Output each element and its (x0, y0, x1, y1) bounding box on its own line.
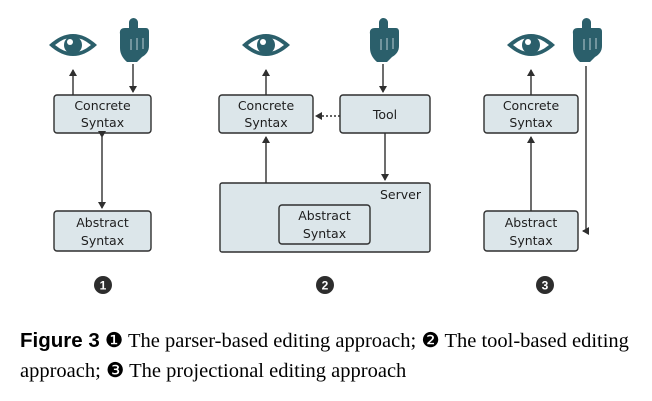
abstract-syntax-label-line1: Abstract (76, 215, 129, 230)
panel-1: Concrete Syntax Abstract Syntax 1 (49, 17, 152, 294)
panel-number-badge (94, 276, 112, 294)
panel-number: 1 (100, 279, 107, 293)
pointing-hand-icon (369, 17, 400, 63)
concrete-syntax-label-line1: Concrete (238, 98, 295, 113)
abstract-syntax-box: Abstract Syntax (483, 210, 579, 252)
figure-caption: Figure 3 ❶ The parser-based editing appr… (20, 326, 640, 386)
concrete-syntax-label-line1: Concrete (74, 98, 131, 113)
concrete-syntax-label-line2: Syntax (81, 115, 124, 130)
concrete-syntax-label-line1: Concrete (503, 98, 560, 113)
caption-text-3: The projectional editing approach (124, 360, 407, 382)
panel-number-badge (536, 276, 554, 294)
concrete-syntax-box: Concrete Syntax (483, 94, 579, 134)
abstract-syntax-box: Abstract Syntax (278, 204, 371, 245)
concrete-syntax-label-line2: Syntax (244, 115, 287, 130)
abstract-syntax-label-line2: Syntax (509, 233, 552, 248)
caption-text-1: The parser-based editing approach; (123, 330, 422, 352)
panel-number: 2 (322, 279, 329, 293)
concrete-syntax-box: Concrete Syntax (53, 94, 152, 134)
concrete-syntax-box: Concrete Syntax (218, 94, 314, 134)
abstract-syntax-box: Abstract Syntax (53, 210, 152, 252)
editing-approaches-diagram: Concrete Syntax Abstract Syntax 1 Concre… (49, 17, 603, 294)
pointing-hand-icon (119, 17, 150, 63)
eye-icon (507, 34, 555, 56)
caption-marker-3: ❸ (105, 360, 125, 382)
panel-number: 3 (542, 279, 549, 293)
abstract-syntax-label-line1: Abstract (505, 215, 558, 230)
caption-text-2: The tool-based editing approach; (20, 330, 629, 382)
caption-marker-2: ❷ (421, 330, 440, 352)
panel-number-badge (316, 276, 334, 294)
edit-to-abstract-arrow (582, 66, 589, 235)
caption-marker-1: ❶ (104, 330, 124, 352)
concrete-syntax-label-line2: Syntax (509, 115, 552, 130)
tool-label: Tool (372, 107, 397, 122)
server-label: Server (380, 187, 422, 202)
abstract-syntax-label-line2: Syntax (81, 233, 124, 248)
abstract-syntax-label-line2: Syntax (303, 226, 346, 241)
panel-2: Concrete Syntax Tool Server Abstract Syn… (218, 17, 431, 294)
eye-icon (242, 34, 290, 56)
figure-label: Figure 3 (20, 329, 100, 352)
panel-3: Concrete Syntax Abstract Syntax 3 (483, 17, 603, 294)
eye-icon (49, 34, 97, 56)
tool-box: Tool (339, 94, 431, 134)
pointing-hand-icon (572, 17, 603, 63)
abstract-syntax-label-line1: Abstract (298, 208, 351, 223)
